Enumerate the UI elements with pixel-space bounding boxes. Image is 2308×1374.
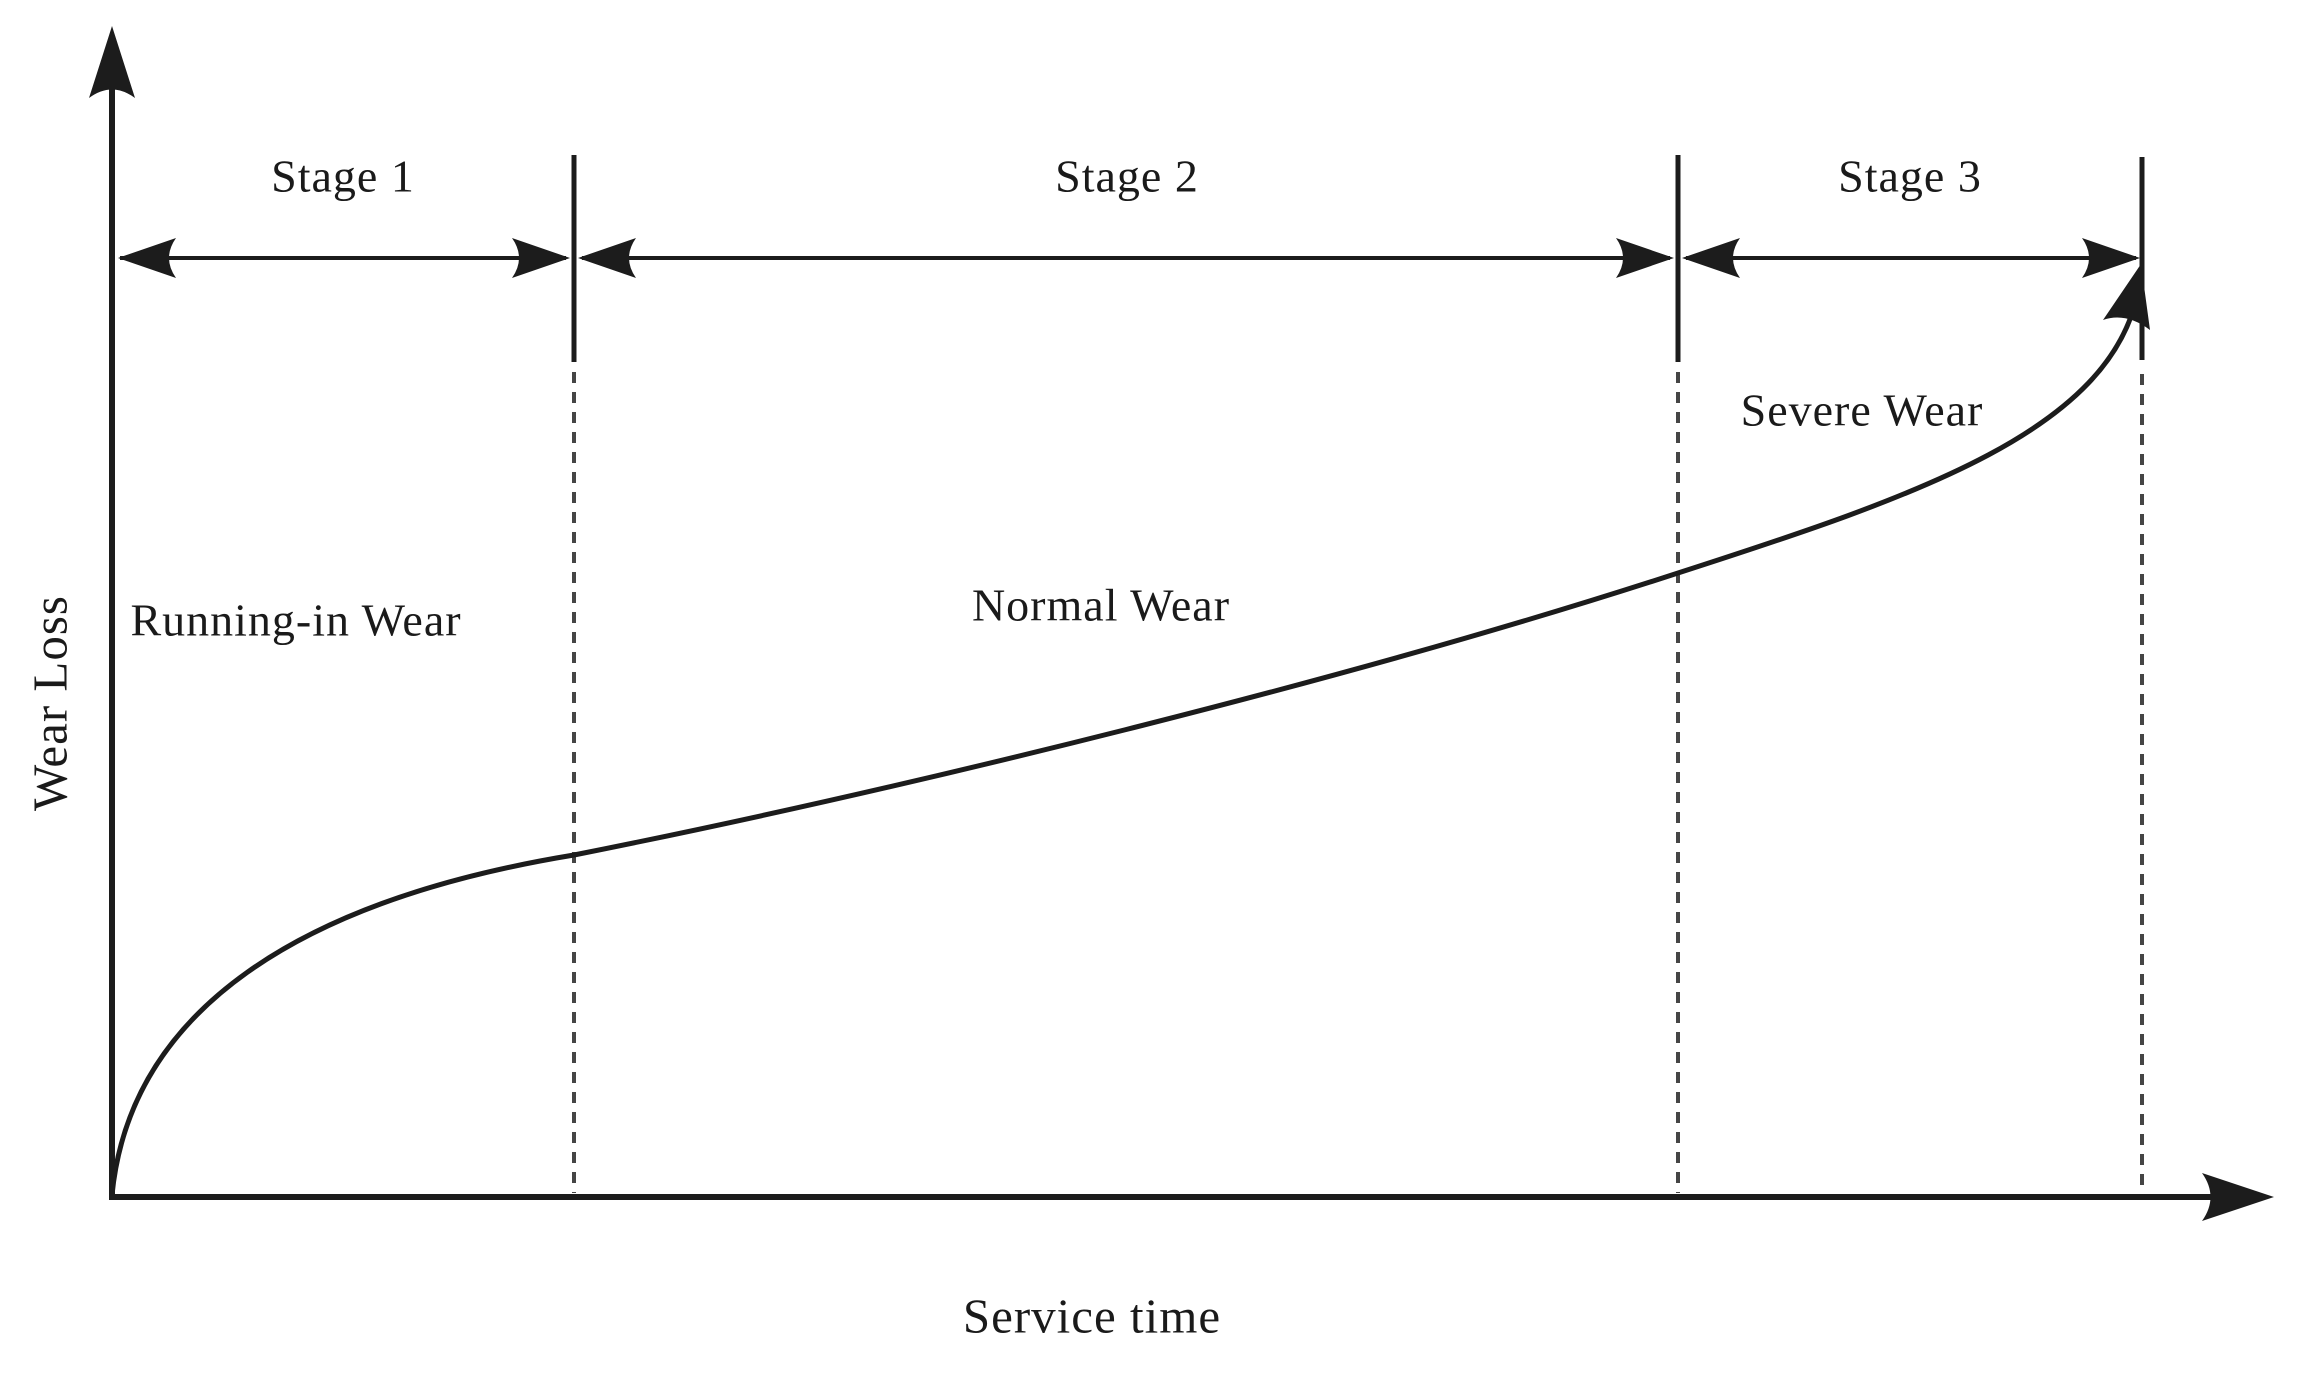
x-axis-arrowhead-icon — [2202, 1173, 2274, 1221]
running-in-wear-label: Running-in Wear — [130, 594, 462, 646]
stage3-span-right-arrowhead-icon — [2082, 238, 2140, 278]
y-axis-label: Wear Loss — [22, 595, 78, 811]
y-axis-arrowhead-icon — [89, 26, 135, 98]
stage2-span-right-arrowhead-icon — [1616, 238, 1674, 278]
stage3-span-left-arrowhead-icon — [1682, 238, 1740, 278]
wear-curve-line — [109, 291, 2141, 1196]
severe-wear-label: Severe Wear — [1740, 384, 1984, 436]
stage3-label: Stage 3 — [1838, 150, 1982, 202]
x-axis-label: Service time — [962, 1288, 1222, 1344]
stage1-span-left-arrowhead-icon — [118, 238, 176, 278]
wear-curve-arrowhead-icon — [2103, 264, 2150, 330]
stage2-label: Stage 2 — [1055, 150, 1199, 202]
stage1-span-right-arrowhead-icon — [512, 238, 570, 278]
normal-wear-label: Normal Wear — [971, 579, 1231, 631]
stage2-span-left-arrowhead-icon — [578, 238, 636, 278]
stage1-label: Stage 1 — [271, 150, 415, 202]
